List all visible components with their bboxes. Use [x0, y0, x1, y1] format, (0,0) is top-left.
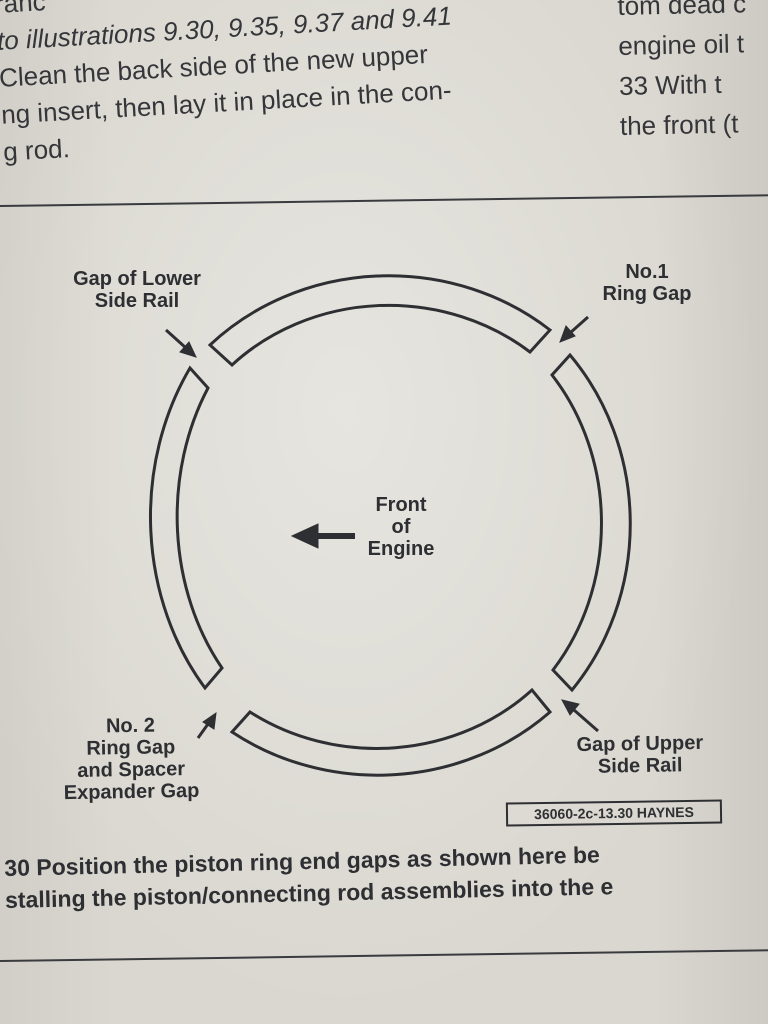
ring-segment-left: [148, 365, 224, 691]
ring-segment-top: [207, 274, 553, 368]
label-no1-ring-gap: No.1 Ring Gap: [602, 261, 692, 305]
figure-id-box: 36060-2c-13.30 HAYNES: [505, 799, 723, 827]
label-lower-side-rail-gap: Gap of Lower Side Rail: [73, 268, 201, 312]
ring-segment-right: [550, 352, 632, 693]
label-upper-side-rail-gap: Gap of Upper Side Rail: [576, 731, 704, 778]
label-no2-ring-gap: No. 2 Ring Gap and Spacer Expander Gap: [63, 714, 200, 805]
ring-segment-bottom: [229, 687, 553, 777]
label-front-of-engine: Front of Engine: [367, 494, 435, 560]
